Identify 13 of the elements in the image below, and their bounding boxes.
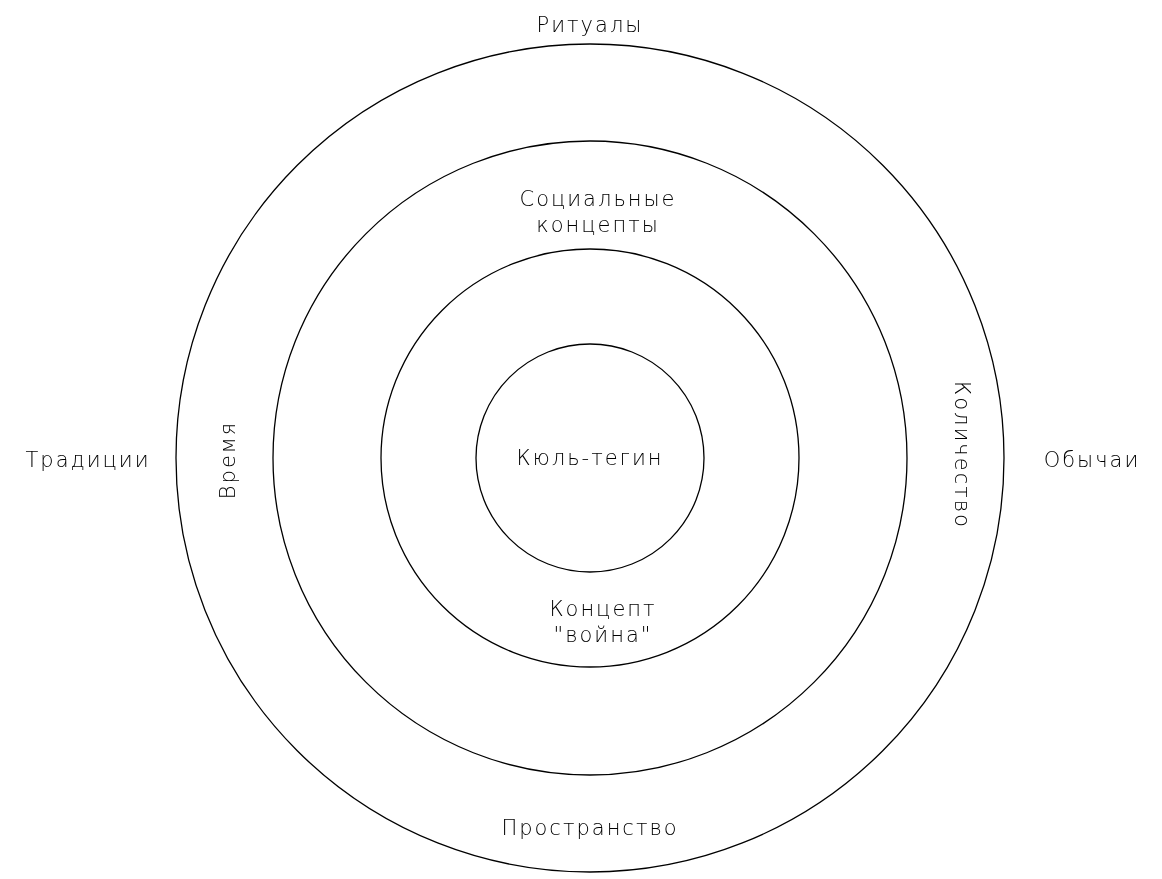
ring-label: Количество bbox=[949, 381, 976, 529]
center-label: Кюль-тегин bbox=[516, 444, 664, 472]
outer-label: Традиции bbox=[25, 446, 151, 474]
outer-label: Ритуалы bbox=[536, 11, 644, 39]
ring-label: Время bbox=[214, 420, 241, 500]
circle bbox=[272, 140, 908, 776]
ring-label: Концепт "война" bbox=[548, 595, 658, 649]
circle bbox=[380, 248, 800, 668]
circle bbox=[175, 43, 1005, 873]
ring-label: Пространство bbox=[501, 814, 679, 842]
circle bbox=[475, 343, 705, 573]
ring-label: Социальные концепты bbox=[518, 185, 678, 239]
outer-label: Обычаи bbox=[1043, 446, 1141, 474]
